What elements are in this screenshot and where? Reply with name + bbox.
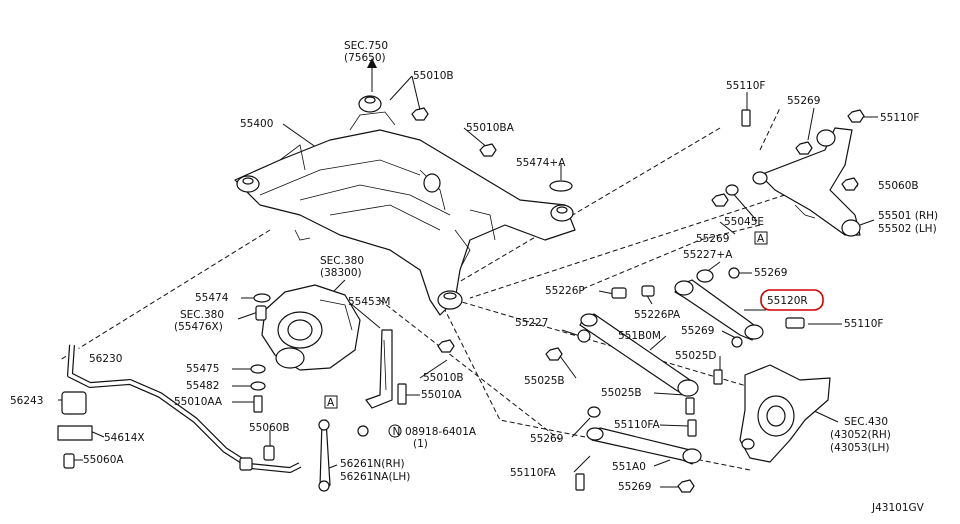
label-55269-e: 55269 — [618, 481, 651, 493]
label-55010b-top: 55010B — [413, 70, 454, 82]
label-55226pa: 55226PA — [634, 309, 681, 321]
crossmember — [234, 95, 576, 316]
label-sec380a-sub: (38300) — [320, 267, 362, 279]
link-551a0 — [586, 427, 702, 465]
label-55474: 55474 — [195, 292, 229, 304]
label-55120r: 55120R — [767, 295, 808, 307]
stabilizer-bar — [57, 344, 302, 473]
connecting-rods — [318, 329, 393, 492]
label-55025b-left: 55025B — [524, 375, 565, 387]
upper-arm — [752, 127, 861, 237]
label-55269-top: 55269 — [787, 95, 820, 107]
label-551a0: 551A0 — [612, 461, 646, 473]
label-56243: 56243 — [10, 395, 43, 407]
label-55475: 55475 — [186, 363, 219, 375]
label-55010aa: 55010AA — [174, 396, 223, 408]
label-08918-qty: (1) — [413, 438, 428, 450]
fasteners — [63, 107, 865, 493]
label-box-a-right: A — [757, 233, 765, 245]
label-sec380a: SEC.380 — [320, 255, 364, 267]
label-56261n: 56261N(RH) — [340, 458, 405, 470]
label-551b0m: 551B0M — [618, 330, 661, 342]
label-55474a: 55474+A — [516, 157, 566, 169]
label-55010ba: 55010BA — [466, 122, 515, 134]
label-55060b: 55060B — [249, 422, 290, 434]
label-sec750: SEC.750 — [344, 40, 388, 52]
differential — [261, 284, 361, 371]
label-55227: 55227 — [515, 317, 548, 329]
label-56261na: 56261NA(LH) — [340, 471, 410, 483]
part-labels: SEC.750 (75650) 55010B 55400 55010BA 554… — [10, 40, 938, 514]
label-55269-a: 55269 — [696, 233, 729, 245]
label-55110fa-bot: 55110FA — [510, 467, 556, 479]
label-08918: 08918-6401A — [405, 426, 477, 438]
label-55400: 55400 — [240, 118, 273, 130]
label-55453m: 55453M — [348, 296, 390, 308]
label-55025d: 55025D — [675, 350, 717, 362]
label-08918-n: N — [393, 426, 401, 438]
label-55010a: 55010A — [421, 389, 462, 401]
label-sec750-sub: (75650) — [344, 52, 386, 64]
label-sec430-lh: (43053(LH) — [830, 442, 889, 454]
circled-n-marker — [388, 424, 402, 438]
label-sec430: SEC.430 — [844, 416, 888, 428]
label-55110f-top: 55110F — [726, 80, 765, 92]
knuckle — [739, 364, 831, 463]
label-55110f-mid: 55110F — [844, 318, 883, 330]
diagram-code: J43101GV — [871, 502, 925, 514]
label-55110f-right: 55110F — [880, 112, 919, 124]
label-55025b-mid: 55025B — [601, 387, 642, 399]
label-55060a: 55060A — [83, 454, 124, 466]
label-55502: 55502 (LH) — [878, 223, 937, 235]
label-sec380b: SEC.380 — [180, 309, 224, 321]
label-sec430-rh: (43052(RH) — [830, 429, 891, 441]
link-55120r — [641, 279, 764, 341]
link-551b0m — [579, 313, 699, 397]
label-55060b-right: 55060B — [878, 180, 919, 192]
highlight-ring — [760, 289, 824, 311]
label-55501: 55501 (RH) — [878, 210, 938, 222]
label-55227a: 55227+A — [683, 249, 733, 261]
label-56230: 56230 — [89, 353, 122, 365]
label-55045e: 55045E — [724, 216, 764, 228]
label-55226p: 55226P — [545, 285, 585, 297]
label-sec380b-sub: (55476X) — [174, 321, 223, 333]
label-55269-c: 55269 — [681, 325, 714, 337]
label-55482: 55482 — [186, 380, 219, 392]
label-55269-b: 55269 — [754, 267, 787, 279]
reference-boxes — [324, 231, 768, 409]
label-box-a-left: A — [327, 397, 335, 409]
label-55110fa-mid: 55110FA — [614, 419, 660, 431]
label-55010b-mid: 55010B — [423, 372, 464, 384]
label-55269-d: 55269 — [530, 433, 563, 445]
label-54614x: 54614X — [104, 432, 145, 444]
